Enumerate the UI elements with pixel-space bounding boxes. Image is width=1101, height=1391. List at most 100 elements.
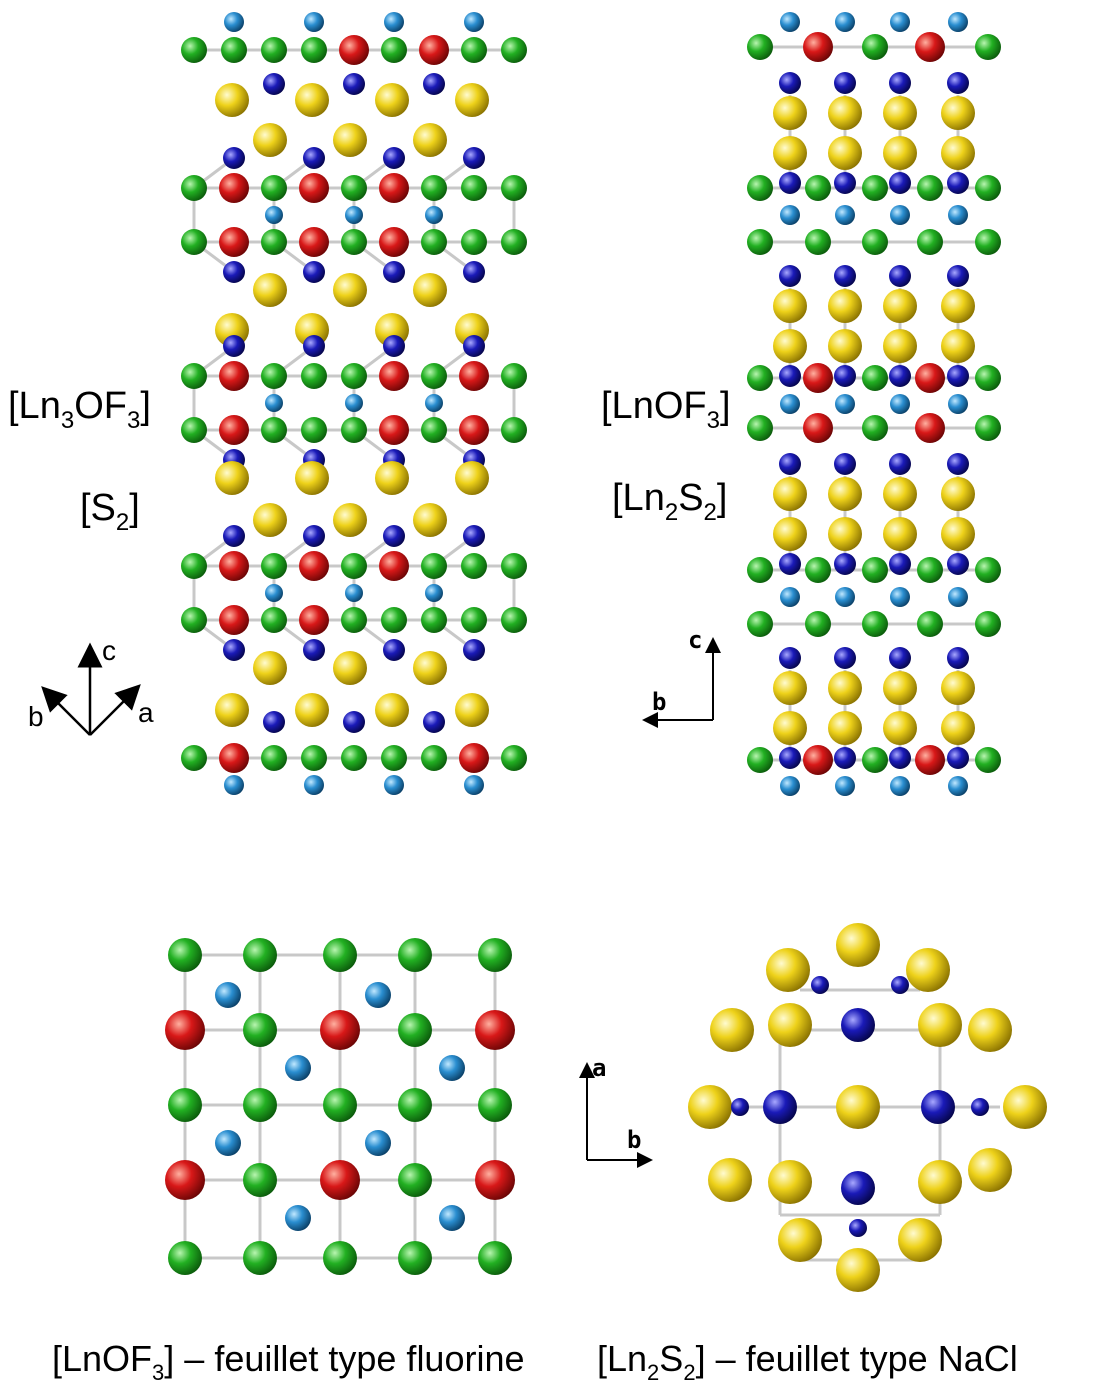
yellow-atom xyxy=(941,96,975,130)
navy-atom xyxy=(223,639,245,661)
yellow-atom xyxy=(768,1003,812,1047)
yellow-atom xyxy=(708,1158,752,1202)
yellow-atom xyxy=(413,503,447,537)
yellow-atom xyxy=(906,948,950,992)
yellow-atom xyxy=(773,289,807,323)
green-atom xyxy=(747,611,773,637)
lightblue-atom xyxy=(224,775,244,795)
green-atom xyxy=(501,607,527,633)
green-atom xyxy=(181,229,207,255)
green-atom xyxy=(341,553,367,579)
green-atom xyxy=(975,747,1001,773)
navy-atom xyxy=(889,747,911,769)
green-atom xyxy=(747,175,773,201)
lightblue-atom xyxy=(439,1205,465,1231)
yellow-atom xyxy=(836,923,880,967)
axis-c-label: c xyxy=(102,635,116,666)
navy-atom xyxy=(834,453,856,475)
navy-atom xyxy=(834,365,856,387)
navy-atom xyxy=(889,647,911,669)
navy-atom xyxy=(841,1171,875,1205)
lightblue-atom xyxy=(835,776,855,796)
red-atom xyxy=(379,227,409,257)
yellow-atom xyxy=(773,96,807,130)
red-atom xyxy=(320,1010,360,1050)
red-atom xyxy=(320,1160,360,1200)
yellow-atom xyxy=(828,329,862,363)
yellow-atom xyxy=(295,693,329,727)
axes-bottom xyxy=(579,1062,653,1168)
red-atom xyxy=(165,1160,205,1200)
green-atom xyxy=(975,415,1001,441)
caption-nacl: [Ln2S2] – feuillet type NaCl xyxy=(597,1338,1018,1385)
yellow-atom xyxy=(898,1218,942,1262)
green-atom xyxy=(862,34,888,60)
navy-atom xyxy=(779,747,801,769)
red-atom xyxy=(219,415,249,445)
green-atom xyxy=(398,938,432,972)
navy-atom xyxy=(223,525,245,547)
caption-fluorine: [LnOF3] – feuillet type fluorine xyxy=(52,1338,525,1385)
label-s2: [S2] xyxy=(80,487,140,536)
navy-atom xyxy=(889,72,911,94)
red-atom xyxy=(299,551,329,581)
green-atom xyxy=(805,557,831,583)
lightblue-atom xyxy=(285,1055,311,1081)
green-atom xyxy=(975,175,1001,201)
navy-atom xyxy=(423,711,445,733)
navy-atom xyxy=(889,365,911,387)
label-ln3of3: [Ln3OF3] xyxy=(8,385,151,434)
navy-atom xyxy=(763,1090,797,1124)
yellow-atom xyxy=(773,477,807,511)
green-atom xyxy=(478,938,512,972)
navy-atom xyxy=(834,265,856,287)
yellow-atom xyxy=(455,461,489,495)
lightblue-atom xyxy=(285,1205,311,1231)
green-atom xyxy=(461,607,487,633)
yellow-atom xyxy=(455,83,489,117)
green-atom xyxy=(181,417,207,443)
navy-atom xyxy=(263,711,285,733)
red-atom xyxy=(803,32,833,62)
navy-atom xyxy=(947,172,969,194)
yellow-atom xyxy=(773,671,807,705)
yellow-atom xyxy=(918,1003,962,1047)
green-atom xyxy=(301,745,327,771)
navy-atom xyxy=(889,553,911,575)
red-atom xyxy=(299,173,329,203)
green-atom xyxy=(398,1013,432,1047)
navy-atom xyxy=(383,335,405,357)
green-atom xyxy=(221,37,247,63)
green-atom xyxy=(975,229,1001,255)
green-atom xyxy=(862,365,888,391)
green-atom xyxy=(261,363,287,389)
green-atom xyxy=(243,1241,277,1275)
lightblue-atom xyxy=(780,12,800,32)
yellow-atom xyxy=(413,123,447,157)
lightblue-atom xyxy=(384,775,404,795)
green-atom xyxy=(747,365,773,391)
green-atom xyxy=(421,607,447,633)
yellow-atom xyxy=(215,83,249,117)
red-atom xyxy=(915,363,945,393)
green-atom xyxy=(501,229,527,255)
navy-atom xyxy=(841,1008,875,1042)
yellow-atom xyxy=(883,711,917,745)
green-atom xyxy=(168,1088,202,1122)
yellow-atom xyxy=(773,136,807,170)
navy-atom xyxy=(779,265,801,287)
yellow-atom xyxy=(333,651,367,685)
lightblue-atom xyxy=(780,394,800,414)
yellow-atom xyxy=(883,477,917,511)
navy-atom xyxy=(891,976,909,994)
green-atom xyxy=(398,1088,432,1122)
green-atom xyxy=(323,1088,357,1122)
yellow-atom xyxy=(828,289,862,323)
green-atom xyxy=(975,611,1001,637)
navy-atom xyxy=(463,335,485,357)
navy-atom xyxy=(343,73,365,95)
navy-atom xyxy=(947,365,969,387)
navy-atom xyxy=(779,72,801,94)
red-atom xyxy=(915,32,945,62)
